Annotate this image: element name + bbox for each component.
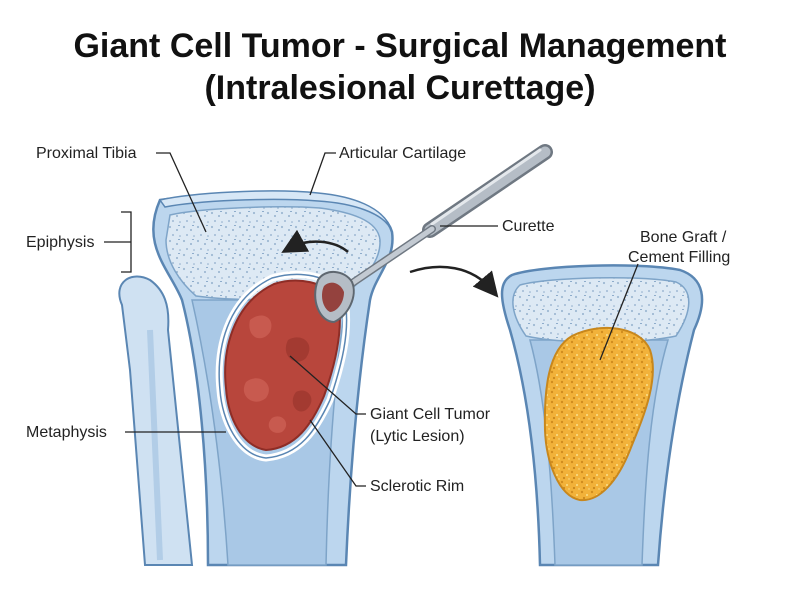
label-bone-graft-line-2: Cement Filling	[628, 249, 730, 266]
curette-instrument	[314, 144, 553, 324]
transition-arrow	[409, 265, 499, 298]
label-sclerotic-rim: Sclerotic Rim	[370, 478, 464, 495]
label-metaphysis: Metaphysis	[26, 424, 107, 441]
title-line-1: Giant Cell Tumor - Surgical Management	[73, 27, 727, 65]
label-articular-cartilage: Articular Cartilage	[339, 145, 466, 162]
scrape-arrow	[281, 229, 349, 253]
title-line-2: (Intralesional Curettage)	[204, 69, 596, 107]
bone-graft-filling	[543, 326, 654, 502]
label-giant-cell-tumor-line-1: Giant Cell Tumor	[370, 406, 491, 423]
label-proximal-tibia: Proximal Tibia	[36, 145, 137, 162]
label-bone-graft-line-1: Bone Graft /	[640, 229, 727, 246]
label-epiphysis: Epiphysis	[26, 234, 94, 251]
label-curette: Curette	[502, 218, 555, 235]
leader-lines	[104, 152, 639, 487]
fibula-bone	[118, 275, 194, 566]
label-giant-cell-tumor-line-2: (Lytic Lesion)	[370, 428, 465, 445]
